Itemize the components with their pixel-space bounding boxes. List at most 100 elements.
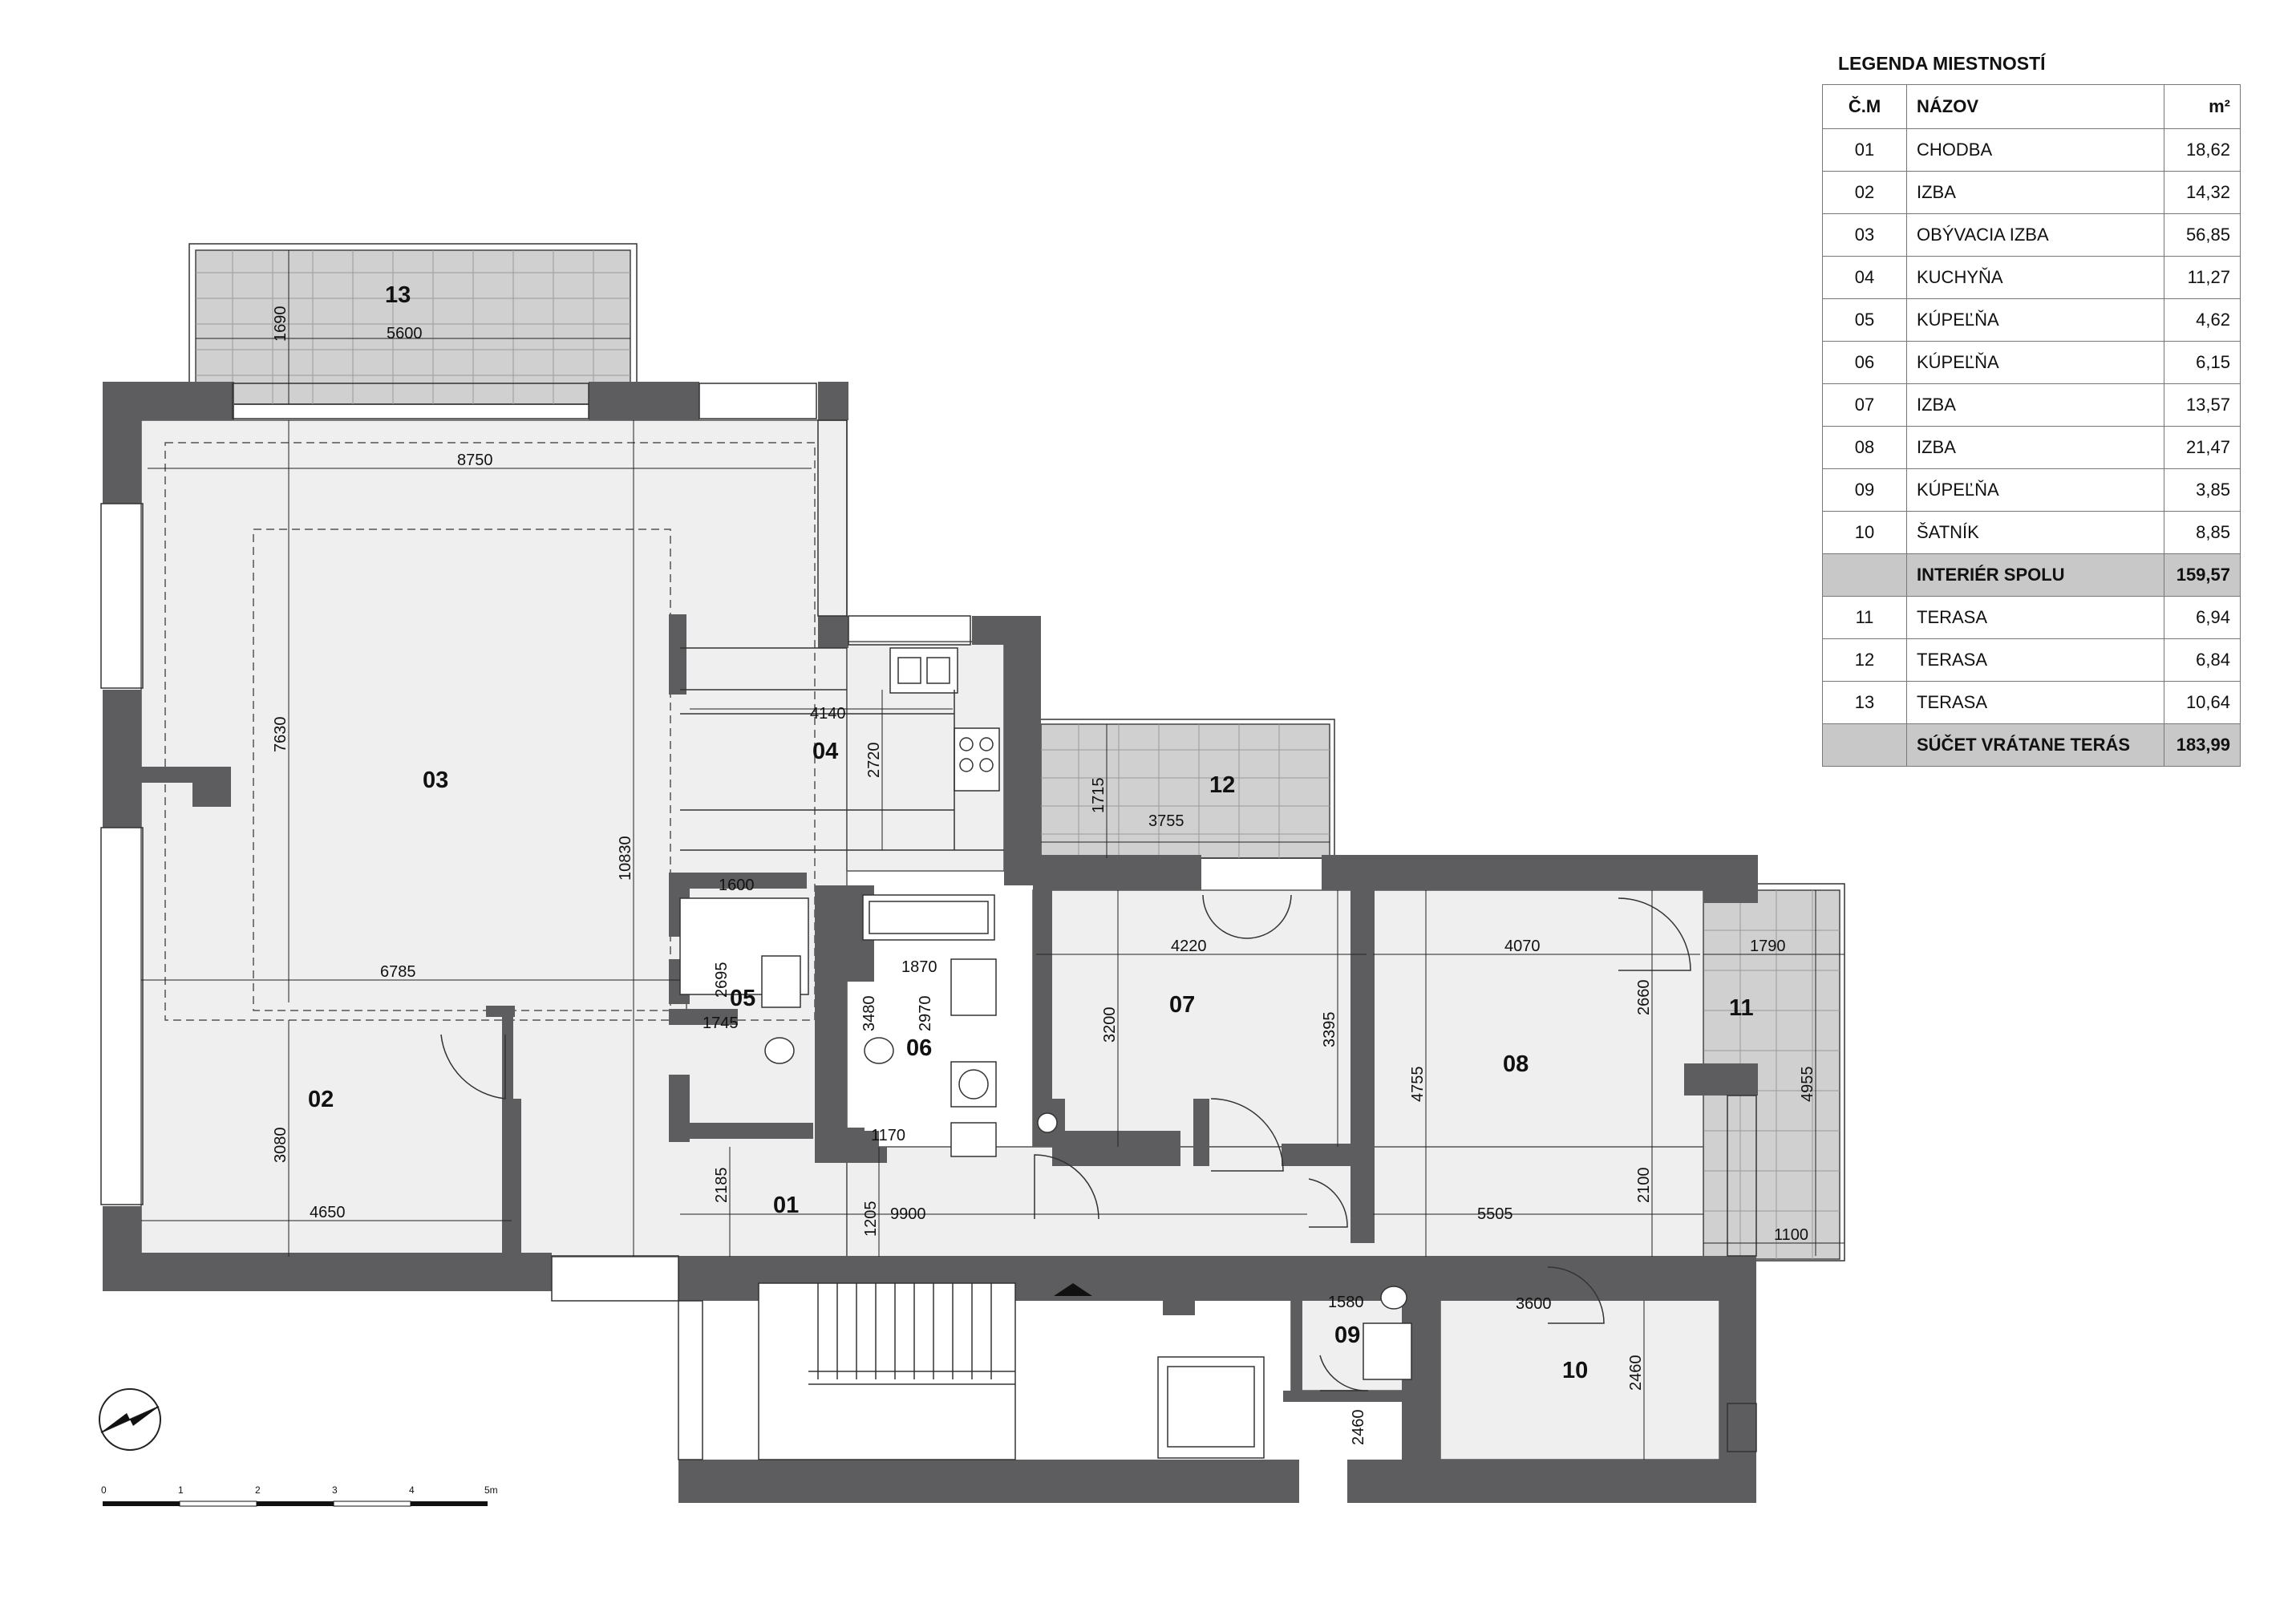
dim-1100: 1100	[1774, 1226, 1808, 1244]
walls	[103, 382, 1758, 1503]
room-label-12: 12	[1209, 772, 1235, 798]
dim-3600: 3600	[1516, 1295, 1552, 1313]
dim-1690: 1690	[272, 306, 290, 342]
dim-4650: 4650	[310, 1204, 346, 1221]
row-num: 09	[1822, 468, 1907, 512]
room-label-05: 05	[730, 986, 755, 1011]
row-name: KÚPEĽŇA	[1906, 341, 2164, 384]
dim-3395: 3395	[1321, 1012, 1338, 1048]
dim-4955: 4955	[1799, 1067, 1816, 1103]
dim-2695: 2695	[713, 962, 731, 998]
room-label-09: 09	[1334, 1322, 1360, 1348]
dim-10830: 10830	[617, 836, 634, 881]
dim-1580: 1580	[1328, 1294, 1364, 1311]
row-name: OBÝVACIA IZBA	[1906, 213, 2164, 257]
row-name: IZBA	[1906, 171, 2164, 214]
stair-arrow-icon	[1054, 1283, 1092, 1296]
room-label-07: 07	[1169, 992, 1195, 1018]
row-area: 10,64	[2164, 681, 2241, 724]
row-name: IZBA	[1906, 426, 2164, 469]
dim-2100: 2100	[1635, 1168, 1653, 1204]
scale-tick-5m: 5m	[484, 1484, 498, 1496]
room-label-13: 13	[385, 282, 411, 308]
row-area: 18,62	[2164, 128, 2241, 172]
row-num	[1822, 553, 1907, 597]
legend-title: LEGENDA MIESTNOSTÍ	[1838, 53, 2046, 74]
dim-2660: 2660	[1635, 980, 1653, 1016]
dim-5600: 5600	[387, 325, 423, 342]
dim-3200: 3200	[1101, 1007, 1119, 1043]
row-area: 6,94	[2164, 596, 2241, 639]
row-num: 13	[1822, 681, 1907, 724]
dim-2720: 2720	[865, 743, 883, 779]
dim-1870: 1870	[901, 958, 937, 976]
dim-3080: 3080	[272, 1128, 290, 1164]
row-name: TERASA	[1906, 638, 2164, 682]
interior-total-label: INTERIÉR SPOLU	[1906, 553, 2164, 597]
row-num: 05	[1822, 298, 1907, 342]
terrace-13	[188, 243, 638, 405]
room-label-11: 11	[1729, 995, 1754, 1021]
bathroom-fixtures	[679, 894, 1412, 1380]
row-num: 10	[1822, 511, 1907, 554]
dim-7630: 7630	[272, 717, 290, 753]
north-arrow-icon	[99, 1388, 161, 1451]
row-name: IZBA	[1906, 383, 2164, 427]
dim-1715: 1715	[1090, 778, 1108, 814]
row-num	[1822, 723, 1907, 767]
row-name: TERASA	[1906, 681, 2164, 724]
row-num: 02	[1822, 171, 1907, 214]
row-num: 11	[1822, 596, 1907, 639]
row-area: 3,85	[2164, 468, 2241, 512]
dim-1790: 1790	[1750, 938, 1786, 955]
stairwell	[758, 1282, 1265, 1460]
floor-areas	[140, 419, 1720, 1460]
dim-1600: 1600	[719, 877, 755, 894]
row-area: 6,15	[2164, 341, 2241, 384]
dim-4755: 4755	[1409, 1067, 1427, 1103]
room-label-04: 04	[812, 739, 838, 764]
row-area: 11,27	[2164, 256, 2241, 299]
scale-tick-2: 2	[255, 1484, 261, 1496]
row-num: 07	[1822, 383, 1907, 427]
row-name: KUCHYŇA	[1906, 256, 2164, 299]
grand-total-label: SÚČET VRÁTANE TERÁS	[1906, 723, 2164, 767]
room-label-02: 02	[308, 1087, 334, 1112]
kitchen-fixtures	[680, 647, 1004, 851]
room-label-08: 08	[1503, 1051, 1529, 1077]
dim-2185: 2185	[713, 1168, 731, 1204]
terrace-tile-grid	[196, 250, 1840, 1259]
row-area: 6,84	[2164, 638, 2241, 682]
scale-tick-1: 1	[178, 1484, 184, 1496]
room-label-06: 06	[906, 1035, 932, 1061]
room-label-01: 01	[773, 1193, 799, 1218]
row-num: 01	[1822, 128, 1907, 172]
dim-1170: 1170	[871, 1127, 905, 1144]
row-area: 8,85	[2164, 511, 2241, 554]
doors	[440, 894, 1691, 1391]
row-name: TERASA	[1906, 596, 2164, 639]
row-name: CHODBA	[1906, 128, 2164, 172]
dim-6785: 6785	[380, 963, 416, 981]
row-num: 12	[1822, 638, 1907, 682]
dimension-lines	[141, 250, 1844, 1460]
dim-4220: 4220	[1171, 938, 1207, 955]
dim-4140: 4140	[810, 705, 846, 723]
legend-header-name: NÁZOV	[1906, 84, 2164, 129]
scale-tick-4: 4	[409, 1484, 415, 1496]
legend-header-row: Č.M NÁZOV m²	[1822, 84, 2241, 129]
scale-tick-3: 3	[332, 1484, 338, 1496]
row-area: 56,85	[2164, 213, 2241, 257]
legend-header-num: Č.M	[1822, 84, 1907, 129]
